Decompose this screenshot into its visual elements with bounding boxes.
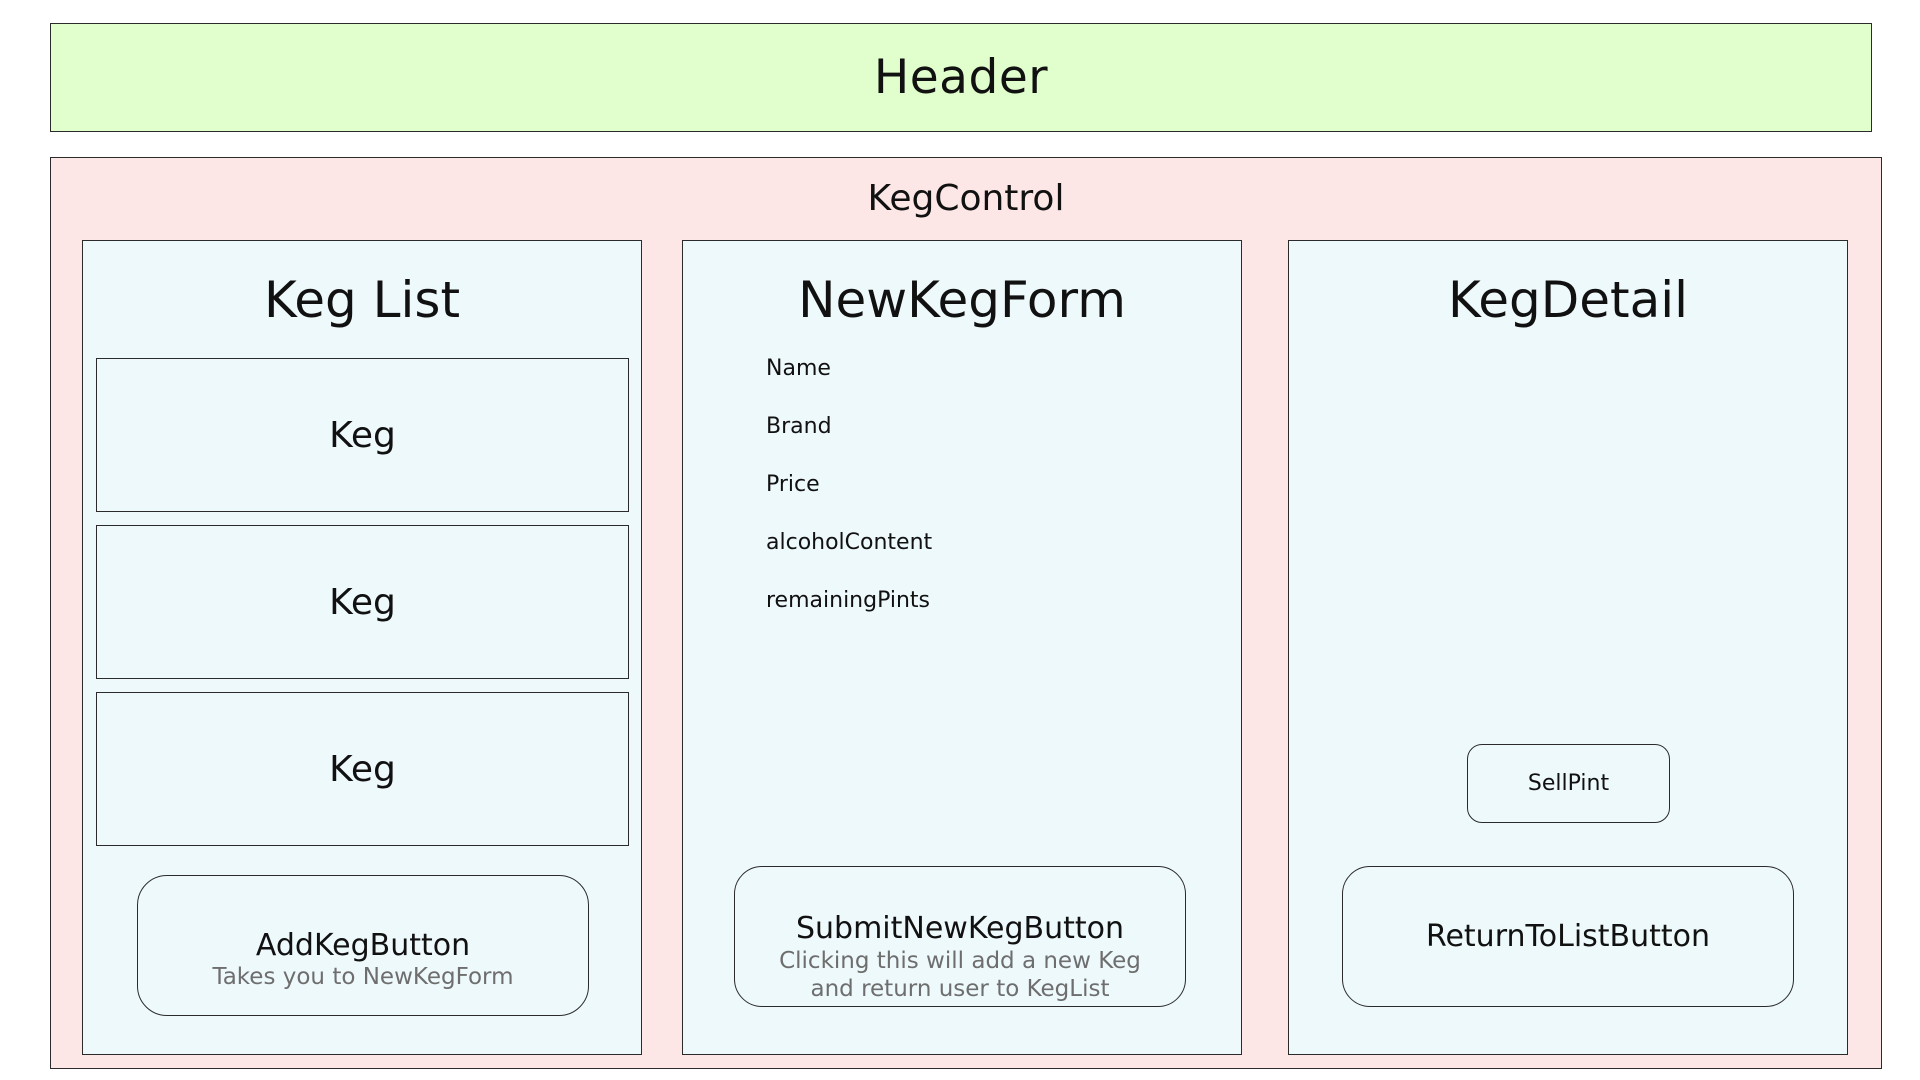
keg-list-item[interactable]: Keg: [96, 525, 629, 679]
add-keg-button[interactable]: AddKegButton Takes you to NewKegForm: [137, 875, 589, 1016]
submit-new-keg-button-label: SubmitNewKegButton: [795, 911, 1125, 946]
form-field-brand[interactable]: Brand: [766, 414, 832, 439]
add-keg-button-label: AddKegButton: [255, 927, 471, 963]
form-field-list: Name Brand Price alcoholContent remainin…: [766, 354, 932, 644]
return-to-list-button-label: ReturnToListButton: [1425, 919, 1711, 954]
keg-control-box: KegControl Keg List Keg Keg Keg AddKegBu…: [50, 157, 1882, 1069]
header-box: Header: [50, 23, 1872, 132]
new-keg-form-panel: NewKegForm Name Brand Price alcoholConte…: [682, 240, 1242, 1055]
submit-new-keg-button-note: Clicking this will add a new Keg and ret…: [779, 947, 1141, 1003]
keg-item-label: Keg: [329, 414, 396, 456]
add-keg-button-note: Takes you to NewKegForm: [212, 964, 514, 991]
keg-list-item[interactable]: Keg: [96, 358, 629, 512]
sell-pint-button[interactable]: SellPint: [1467, 744, 1670, 823]
keg-list-title: Keg List: [263, 271, 461, 329]
keg-detail-title: KegDetail: [1447, 271, 1689, 329]
return-to-list-button[interactable]: ReturnToListButton: [1342, 866, 1794, 1007]
form-field-price[interactable]: Price: [766, 472, 820, 497]
keg-control-title: KegControl: [867, 178, 1065, 219]
form-field-name[interactable]: Name: [766, 356, 831, 381]
keg-list-item[interactable]: Keg: [96, 692, 629, 846]
keg-list-panel: Keg List Keg Keg Keg AddKegButton Takes …: [82, 240, 642, 1055]
form-field-remaining-pints[interactable]: remainingPints: [766, 588, 931, 613]
keg-item-label: Keg: [329, 748, 396, 790]
keg-item-label: Keg: [329, 581, 396, 623]
submit-new-keg-button[interactable]: SubmitNewKegButton Clicking this will ad…: [734, 866, 1186, 1007]
header-title: Header: [873, 50, 1049, 105]
new-keg-form-title: NewKegForm: [798, 271, 1126, 329]
form-field-alcohol-content[interactable]: alcoholContent: [766, 530, 933, 555]
sell-pint-button-label: SellPint: [1527, 771, 1610, 796]
keg-detail-panel: KegDetail SellPint ReturnToListButton: [1288, 240, 1848, 1055]
